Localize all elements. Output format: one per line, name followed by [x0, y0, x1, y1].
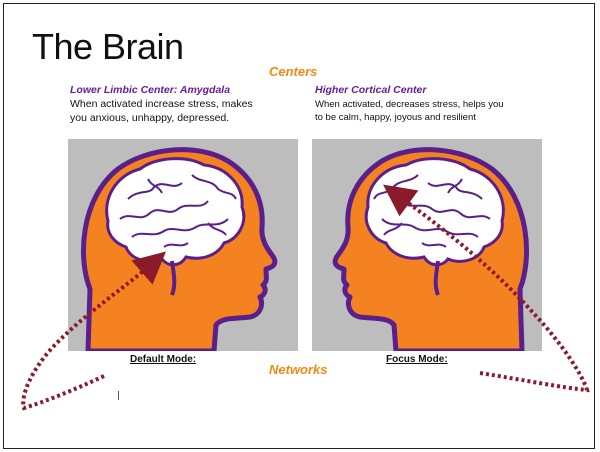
right-description-line1: When activated, decreases stress, helps …: [315, 99, 504, 111]
right-head-illustration: [312, 139, 542, 351]
left-description-line1: When activated increase stress, makes: [70, 98, 253, 111]
left-head-illustration: [68, 139, 298, 351]
right-heading: Higher Cortical Center: [315, 84, 426, 96]
left-head-panel: [68, 139, 298, 351]
section-label-networks: Networks: [269, 362, 328, 377]
right-head-panel: [312, 139, 542, 351]
left-description-line2: you anxious, unhappy, depressed.: [70, 112, 229, 125]
section-label-centers: Centers: [269, 64, 317, 79]
focus-mode-label: Focus Mode:: [386, 354, 448, 365]
brain-stem: [172, 261, 174, 295]
slide: The Brain Centers Lower Limbic Center: A…: [3, 3, 595, 449]
brain-stem: [436, 261, 438, 295]
right-description-line2: to be calm, happy, joyous and resilient: [315, 112, 476, 124]
slide-title: The Brain: [32, 26, 184, 68]
default-mode-label: Default Mode:: [130, 354, 196, 365]
text-cursor: [118, 391, 119, 400]
left-heading: Lower Limbic Center: Amygdala: [70, 84, 230, 96]
